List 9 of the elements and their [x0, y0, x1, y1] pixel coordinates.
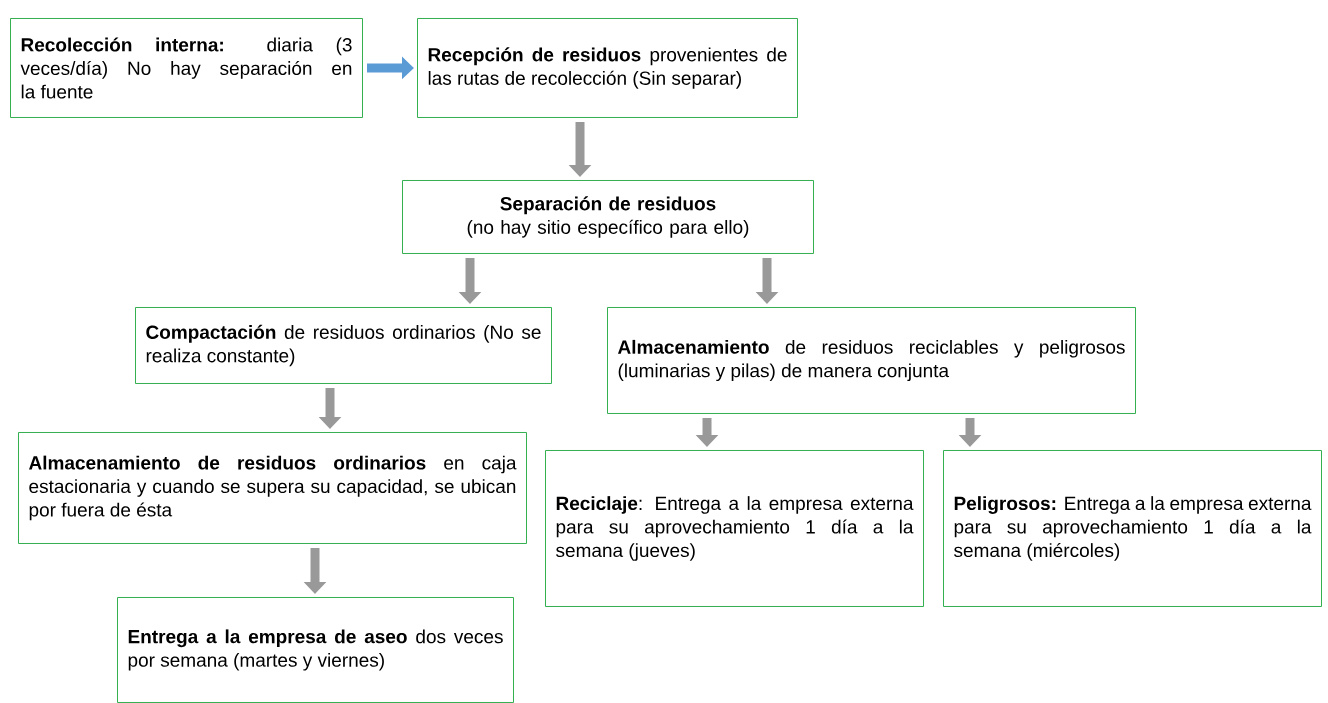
process-box: Almacenamiento de residuos reciclables y peligrosos (luminarias y pilas) de manera conjunta	[607, 307, 1136, 414]
process-box: Entrega a la empresa de aseo dos veces por semana (martes y viernes)	[117, 597, 514, 703]
process-box: Recolección interna: diaria (3 veces/día) No hay separación en la fuente	[10, 18, 363, 118]
process-box: Separación de residuos (no hay sitio específico para ello)	[402, 180, 814, 254]
process-box: Almacenamiento de residuos ordinarios en caja estacionaria y cuando se supera su capacidad, se ubican por fuera de ésta	[18, 432, 527, 544]
process-box: Compactación de residuos ordinarios (No se realiza constante)	[135, 307, 552, 384]
process-box: Recepción de residuos provenientes de las rutas de recolección (Sin separar)	[417, 18, 798, 118]
process-box: Reciclaje: Entrega a la empresa externa para su aprovechamiento 1 día a la semana (jueves)	[545, 450, 924, 607]
process-box: Peligrosos: Entrega a la empresa externa para su aprovechamiento 1 día a la semana (miércoles)	[943, 450, 1322, 607]
